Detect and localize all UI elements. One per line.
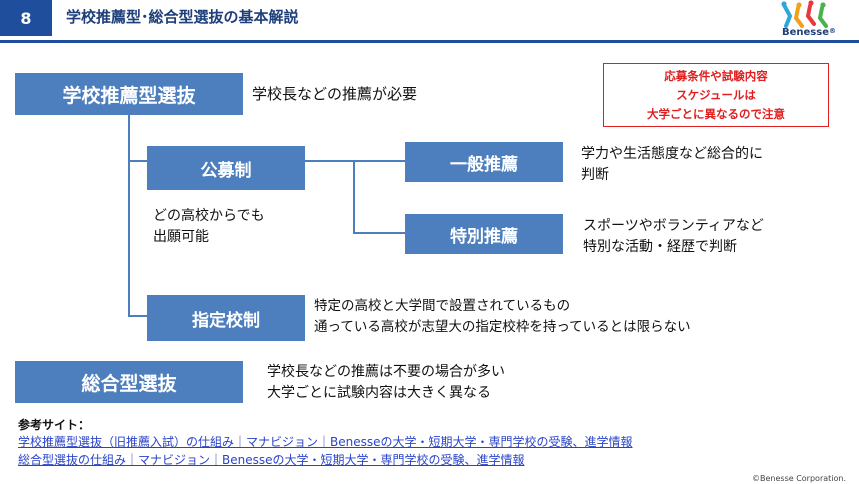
benesse-logo-text: Benesse® — [782, 27, 836, 38]
reference-link-comprehensive[interactable]: 総合型選抜の仕組み｜マナビジョン｜Benesseの大学・短期大学・専門学校の受験… — [18, 453, 525, 467]
desc-line: 特別な活動・経歴で判断 — [583, 239, 737, 255]
desc-line: 出願可能 — [153, 229, 209, 245]
desc-line: どの高校からでも — [153, 208, 265, 224]
connector-line — [128, 160, 148, 162]
notice-line: 大学ごとに異なるので注意 — [647, 106, 785, 121]
comprehensive-selection-desc: 学校長などの推薦は不要の場合が多い 大学ごとに試験内容は大きく異なる — [267, 362, 505, 404]
special-recommendation-box: 特別推薦 — [405, 214, 563, 254]
notice-line: 応募条件や試験内容 — [664, 68, 768, 83]
general-recommendation-box: 一般推薦 — [405, 142, 563, 182]
open-recruitment-box: 公募制 — [147, 146, 305, 190]
references-label: 参考サイト： — [18, 418, 91, 432]
desc-line: 判断 — [581, 167, 609, 183]
desc-line: 通っている高校が志望大の指定校枠を持っているとは限らない — [314, 319, 691, 335]
page-title: 学校推薦型･総合型選抜の基本解説 — [66, 8, 299, 26]
designated-school-box: 指定校制 — [147, 295, 305, 341]
school-recommendation-box: 学校推薦型選抜 — [15, 73, 243, 115]
header-divider — [0, 40, 859, 43]
special-recommendation-desc: スポーツやボランティアなど 特別な活動・経歴で判断 — [583, 216, 764, 258]
reference-link-school-recommendation[interactable]: 学校推薦型選抜（旧推薦入試）の仕組み｜マナビジョン｜Benesseの大学・短期大… — [18, 435, 633, 449]
notice-box: 応募条件や試験内容 スケジュールは 大学ごとに異なるので注意 — [603, 63, 829, 127]
desc-line: 大学ごとに試験内容は大きく異なる — [267, 385, 491, 401]
connector-line — [353, 232, 405, 234]
notice-line: スケジュールは — [676, 87, 756, 102]
general-recommendation-desc: 学力や生活態度など総合的に 判断 — [581, 144, 763, 186]
open-recruitment-desc: どの高校からでも 出願可能 — [153, 206, 265, 248]
school-recommendation-desc: 学校長などの推薦が必要 — [252, 85, 418, 103]
connector-line — [305, 160, 405, 162]
benesse-logo-icon — [781, 0, 828, 28]
connector-line — [128, 115, 130, 315]
desc-line: 特定の高校と大学間で設置されているもの — [314, 298, 571, 314]
slide-number: 8 — [0, 0, 52, 36]
connector-line — [128, 315, 148, 317]
copyright: ©Benesse Corporation. — [752, 474, 847, 483]
connector-line — [353, 160, 355, 234]
desc-line: 学力や生活態度など総合的に — [581, 146, 763, 162]
desc-line: スポーツやボランティアなど — [583, 218, 764, 234]
desc-line: 学校長などの推薦は不要の場合が多い — [267, 364, 505, 380]
designated-school-desc: 特定の高校と大学間で設置されているもの 通っている高校が志望大の指定校枠を持って… — [314, 296, 691, 338]
comprehensive-selection-box: 総合型選抜 — [15, 361, 243, 403]
